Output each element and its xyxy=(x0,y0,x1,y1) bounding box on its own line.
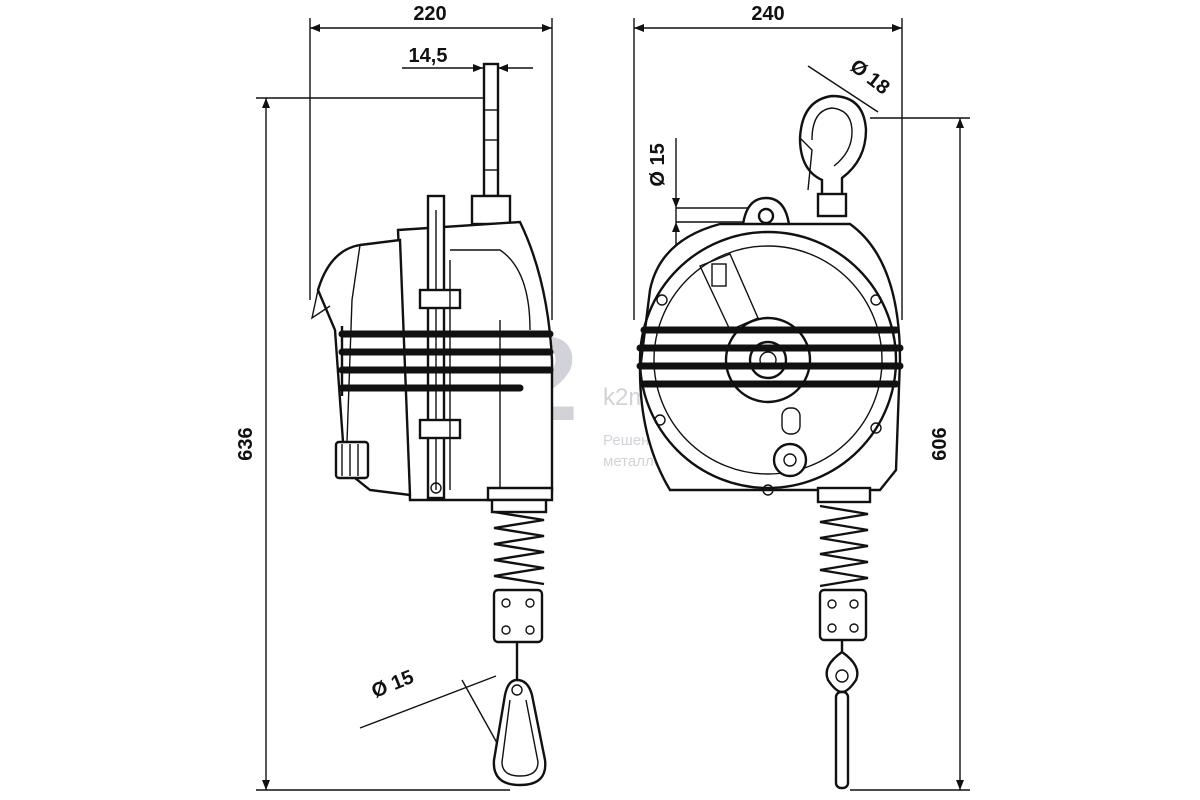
front-view-balancer xyxy=(636,94,904,790)
dim-front-width: 240 xyxy=(751,3,784,25)
dim-side-hook-dia: Ø 15 xyxy=(369,666,417,703)
dim-front-hook-dia: Ø 18 xyxy=(846,55,894,99)
dim-front-height: 606 xyxy=(929,427,951,460)
side-view-balancer xyxy=(310,62,554,787)
side-view-dimensions: 220 14,5 636 Ø 15 xyxy=(235,3,553,791)
dim-side-width: 220 xyxy=(413,3,446,25)
dim-cable-offset: 14,5 xyxy=(409,45,448,67)
dim-front-eye-dia: Ø 15 xyxy=(647,143,669,186)
dim-side-height: 636 xyxy=(235,427,257,460)
